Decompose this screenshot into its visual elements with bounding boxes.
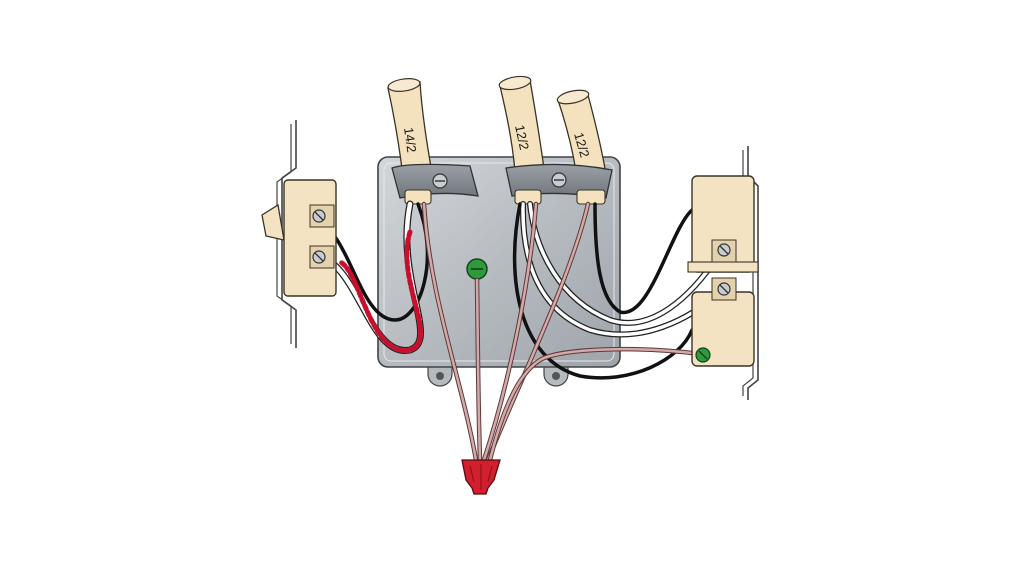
red-taped-wire — [316, 200, 424, 354]
ground-screw-icon — [466, 258, 488, 280]
white-wires — [519, 201, 725, 338]
receptacle-icon — [687, 146, 759, 400]
cable-14-2: 14/2 — [387, 78, 435, 186]
cable-label: 12/2 — [512, 124, 532, 152]
switch-icon — [261, 120, 337, 348]
cable-label: 12/2 — [571, 131, 592, 159]
cable-12-2: 12/2 — [556, 89, 609, 187]
cable-12-2: 12/2 — [498, 75, 547, 186]
cable-label: 14/2 — [401, 126, 419, 153]
ground-wires — [421, 201, 703, 463]
wire-nut-icon — [461, 459, 501, 495]
